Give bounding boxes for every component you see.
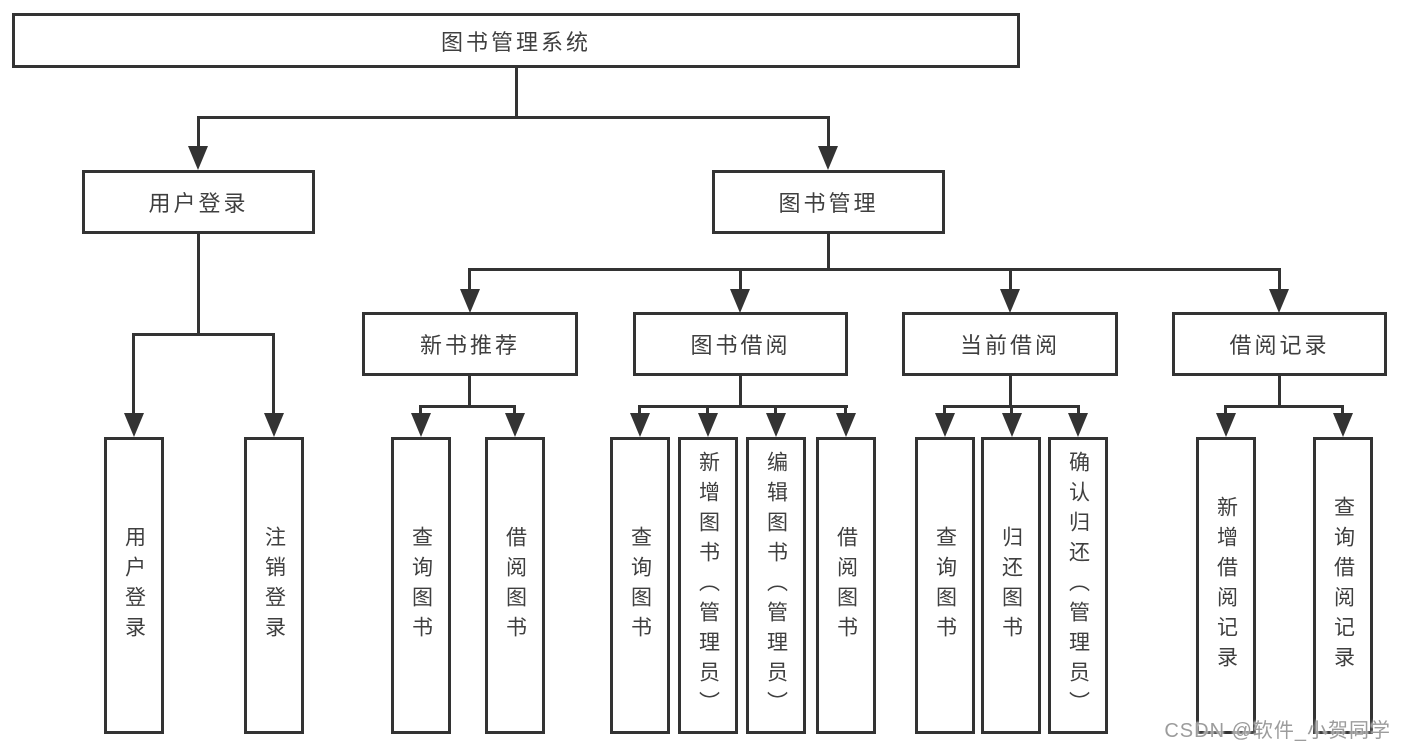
- arrow-down-icon: [264, 413, 284, 437]
- node-leaf-cb-query-books: 查询图书: [915, 437, 975, 734]
- node-label: 图书借阅: [690, 333, 791, 358]
- arrow-down-icon: [698, 413, 718, 437]
- node-leaf-bb-borrow-books: 借阅图书: [816, 437, 876, 734]
- node-label: 查询图书: [409, 525, 433, 646]
- connector-drop: [1341, 405, 1344, 415]
- node-leaf-user-login: 用户登录: [104, 437, 164, 734]
- arrow-down-icon: [460, 289, 480, 313]
- connector-stem-book-borrow: [739, 376, 742, 407]
- arrow-down-icon: [505, 413, 525, 437]
- arrow-down-icon: [1269, 289, 1289, 313]
- connector-drop: [1077, 405, 1080, 415]
- node-leaf-bb-edit-books-admin: 编辑图书（管理员）: [746, 437, 806, 734]
- node-new-book-recommendation: 新书推荐: [362, 312, 578, 376]
- node-label: 图书管理: [778, 191, 879, 216]
- arrow-down-icon: [1002, 413, 1022, 437]
- node-leaf-cb-return-books: 归还图书: [981, 437, 1041, 734]
- connector-drop: [513, 405, 516, 415]
- connector-drop: [1224, 405, 1227, 415]
- node-label: 用户登录: [148, 191, 249, 216]
- node-label: 借阅图书: [834, 525, 858, 646]
- connector-drop: [419, 405, 422, 415]
- connector-stem-new-book-rec: [468, 376, 471, 407]
- node-label: 借阅记录: [1229, 333, 1330, 358]
- connector-drop-user-login: [197, 116, 200, 148]
- connector-rail-level2: [197, 116, 830, 119]
- node-leaf-add-borrow-record: 新增借阅记录: [1196, 437, 1256, 734]
- node-label: 确认归还（管理员）: [1066, 450, 1090, 721]
- connector-drop: [943, 405, 946, 415]
- connector-drop-leaf-logout: [272, 333, 275, 415]
- node-label: 新增图书（管理员）: [696, 450, 720, 721]
- node-label: 用户登录: [122, 525, 146, 646]
- arrow-down-icon: [1333, 413, 1353, 437]
- arrow-down-icon: [766, 413, 786, 437]
- arrow-down-icon: [630, 413, 650, 437]
- connector-drop-current-borrow: [1009, 268, 1012, 291]
- node-label: 借阅图书: [503, 525, 527, 646]
- node-label: 当前借阅: [959, 333, 1060, 358]
- node-book-management: 图书管理: [712, 170, 945, 234]
- node-leaf-bb-add-books-admin: 新增图书（管理员）: [678, 437, 738, 734]
- connector-drop-leaf-user-login: [132, 333, 135, 415]
- connector-stem-root: [515, 68, 518, 117]
- node-leaf-rec-query-books: 查询图书: [391, 437, 451, 734]
- node-current-borrowing: 当前借阅: [902, 312, 1118, 376]
- node-leaf-rec-borrow-books: 借阅图书: [485, 437, 545, 734]
- arrow-down-icon: [1068, 413, 1088, 437]
- node-label: 查询借阅记录: [1331, 495, 1355, 676]
- node-label: 归还图书: [999, 525, 1023, 646]
- node-book-borrowing: 图书借阅: [633, 312, 848, 376]
- arrow-down-icon: [188, 146, 208, 170]
- arrow-down-icon: [730, 289, 750, 313]
- arrow-down-icon: [124, 413, 144, 437]
- connector-rail-user-login: [132, 333, 275, 336]
- connector-stem-user-login: [197, 234, 200, 335]
- node-label: 查询图书: [628, 525, 652, 646]
- connector-stem-book-mgmt: [827, 234, 830, 270]
- node-label: 注销登录: [262, 525, 286, 646]
- connector-drop: [638, 405, 641, 415]
- connector-drop: [706, 405, 709, 415]
- node-library-management-system: 图书管理系统: [12, 13, 1020, 68]
- node-borrowing-records: 借阅记录: [1172, 312, 1387, 376]
- node-label: 查询图书: [933, 525, 957, 646]
- node-label: 新增借阅记录: [1214, 495, 1238, 676]
- arrow-down-icon: [1216, 413, 1236, 437]
- node-leaf-query-borrow-record: 查询借阅记录: [1313, 437, 1373, 734]
- connector-drop-book-mgmt: [827, 116, 830, 148]
- connector-drop: [844, 405, 847, 415]
- connector-drop-borrow-records: [1278, 268, 1281, 291]
- connector-rail-borrow-records: [1224, 405, 1344, 408]
- connector-rail-level3: [468, 268, 1281, 271]
- connector-rail-new-book-rec: [419, 405, 516, 408]
- connector-drop: [1010, 405, 1013, 415]
- node-label: 编辑图书（管理员）: [764, 450, 788, 721]
- arrow-down-icon: [1000, 289, 1020, 313]
- connector-stem-borrow-records: [1278, 376, 1281, 407]
- connector-rail-book-borrow: [638, 405, 848, 408]
- csdn-watermark: CSDN @软件_小贺同学: [1164, 720, 1391, 742]
- node-label: 图书管理系统: [440, 29, 591, 55]
- arrow-down-icon: [411, 413, 431, 437]
- connector-drop-new-book-rec: [468, 268, 471, 291]
- arrow-down-icon: [818, 146, 838, 170]
- connector-drop-book-borrow: [739, 268, 742, 291]
- arrow-down-icon: [836, 413, 856, 437]
- node-label: 新书推荐: [419, 333, 520, 358]
- node-leaf-cb-confirm-return-admin: 确认归还（管理员）: [1048, 437, 1108, 734]
- arrow-down-icon: [935, 413, 955, 437]
- connector-drop: [774, 405, 777, 415]
- connector-stem-current-borrow: [1009, 376, 1012, 407]
- node-user-login: 用户登录: [82, 170, 315, 234]
- node-leaf-bb-query-books: 查询图书: [610, 437, 670, 734]
- node-leaf-logout: 注销登录: [244, 437, 304, 734]
